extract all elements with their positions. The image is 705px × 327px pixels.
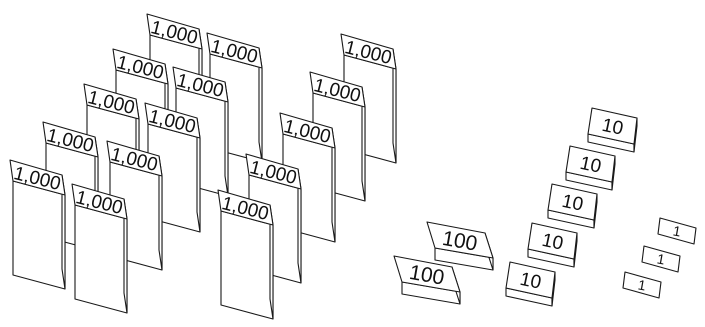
one-block: 1 — [642, 246, 680, 272]
block-label: 10 — [578, 153, 603, 178]
one-block: 1 — [658, 218, 696, 244]
ten-block: 10 — [528, 223, 577, 267]
block-label: 10 — [518, 269, 543, 294]
front-face — [13, 181, 65, 289]
ten-block: 10 — [588, 108, 637, 152]
one-block: 1 — [623, 272, 661, 298]
ten-blocks-group: 10 10 10 10 10 — [506, 108, 637, 306]
hundred-block: 100 — [427, 222, 493, 270]
block-label: 10 — [540, 230, 565, 255]
block-label: 10 — [560, 191, 585, 216]
hundred-block: 100 — [394, 256, 460, 304]
thousand-block: 1,000 — [218, 190, 273, 319]
one-blocks-group: 111 — [623, 218, 696, 298]
front-face — [221, 211, 273, 319]
block-label: 10 — [600, 115, 625, 140]
ten-block: 10 — [566, 146, 615, 190]
ten-block: 10 — [506, 262, 555, 306]
front-face — [75, 205, 127, 313]
ten-block: 10 — [548, 184, 597, 228]
thousand-block: 1,000 — [72, 184, 127, 313]
thousand-block: 1,000 — [10, 160, 65, 289]
